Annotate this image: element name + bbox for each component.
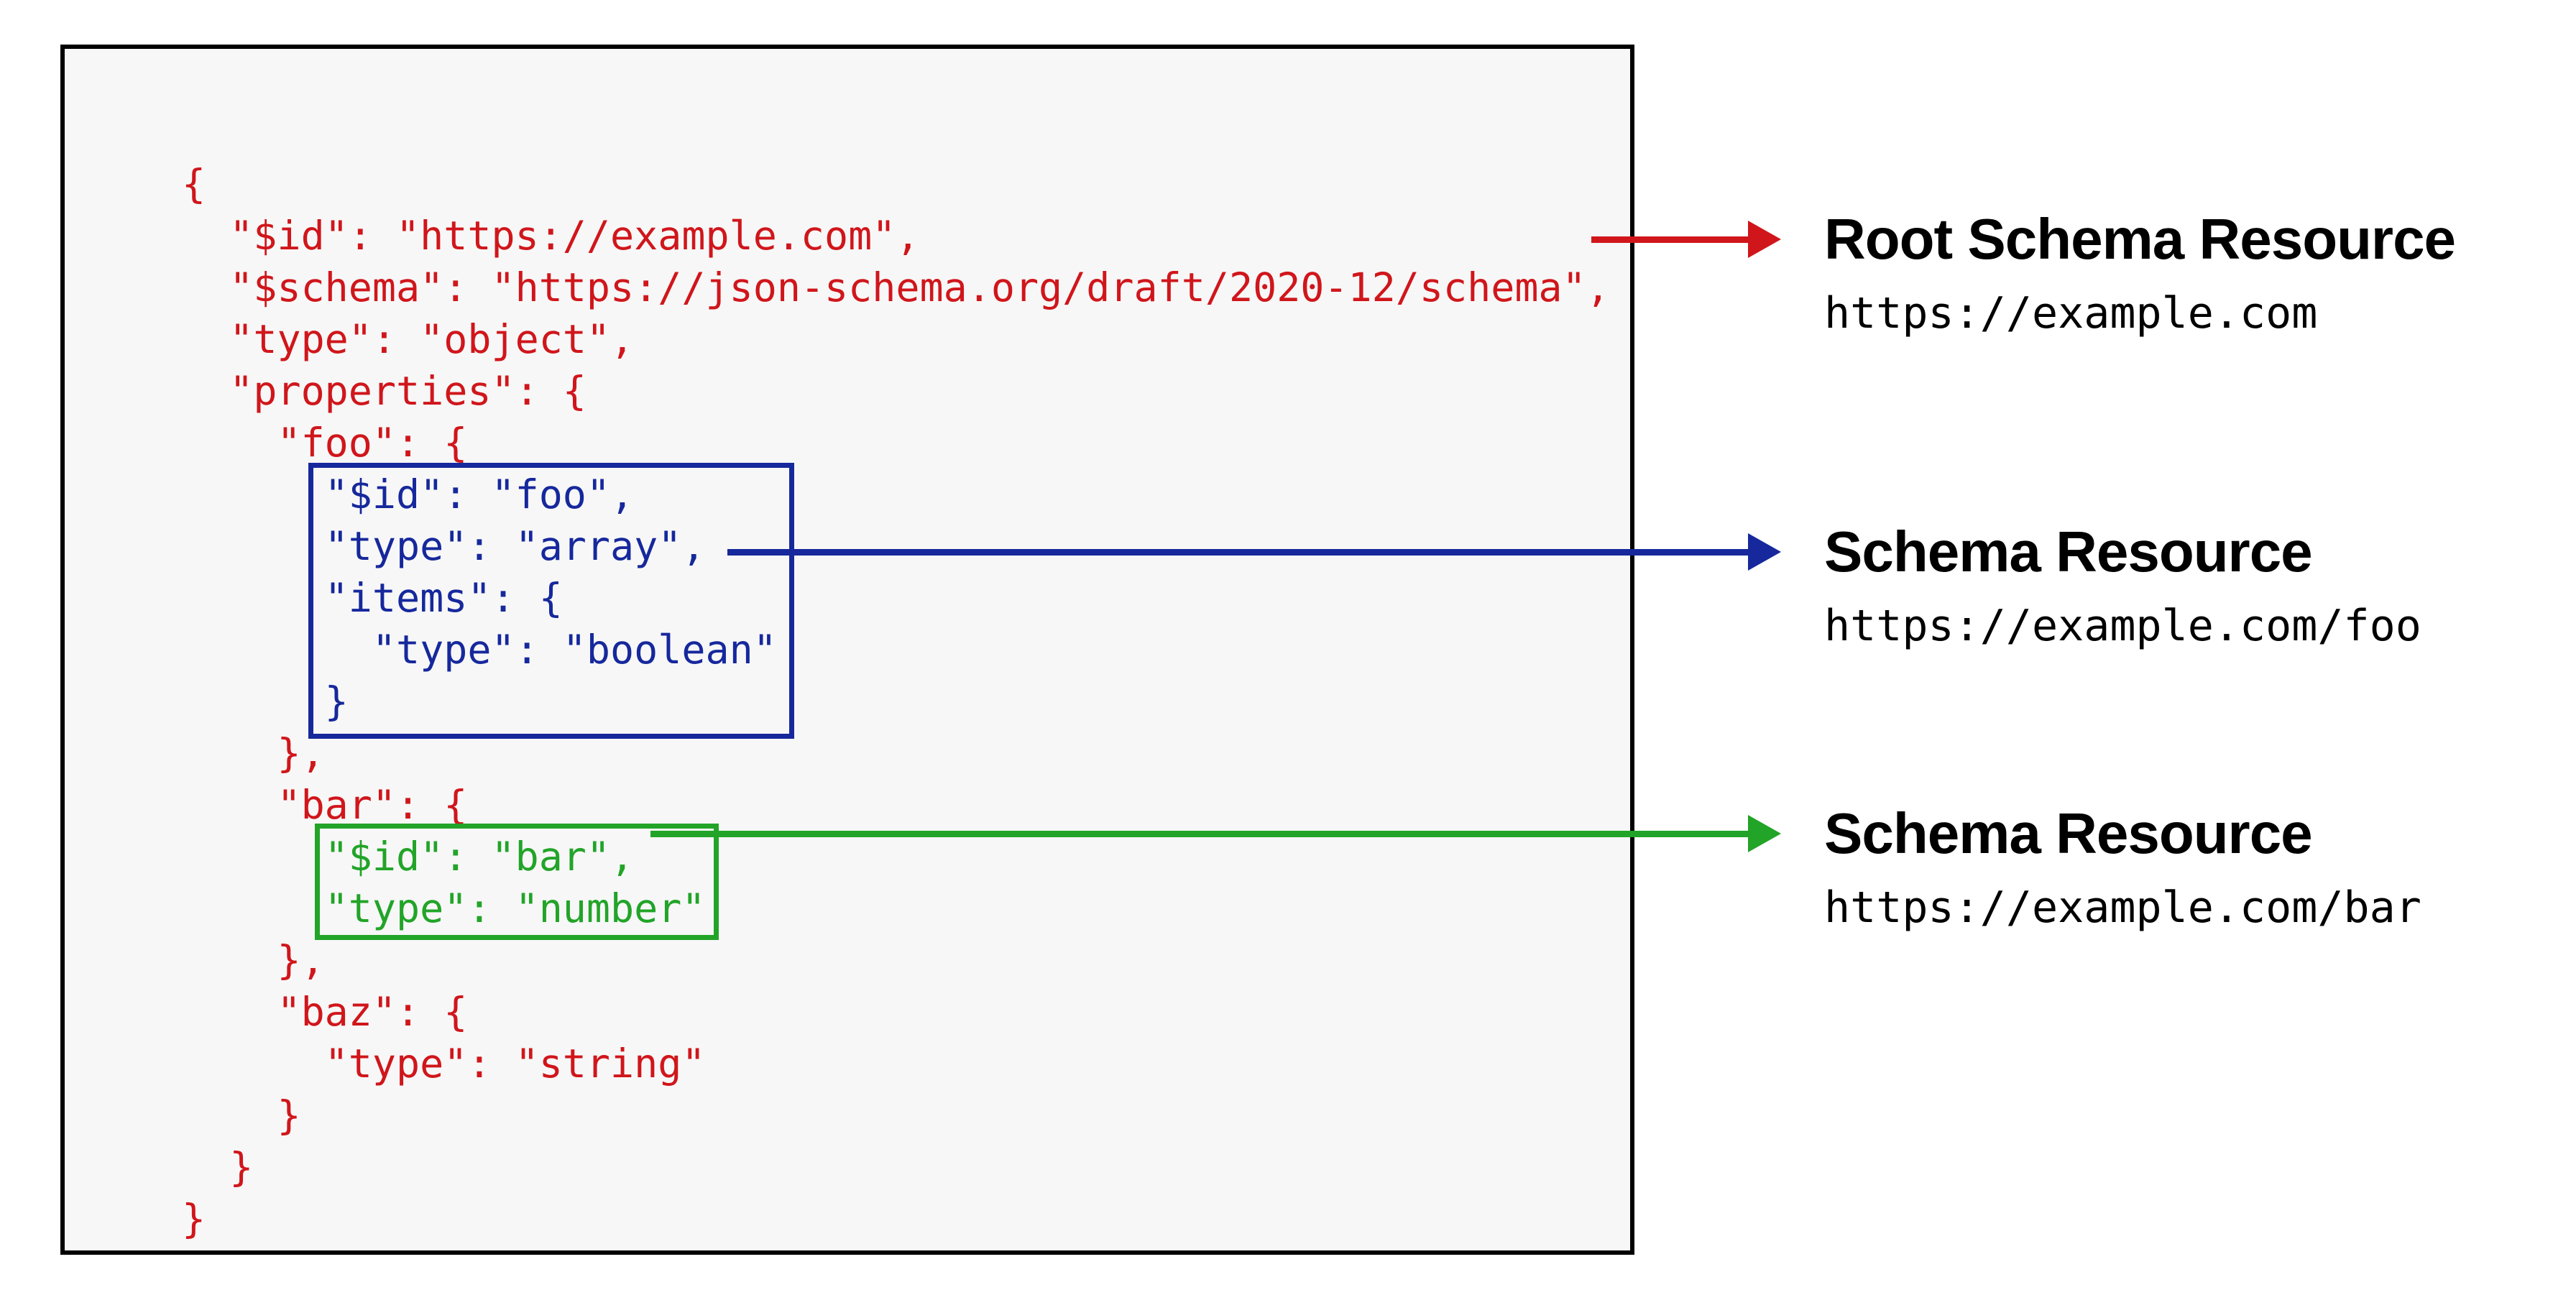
callout-url: https://example.com bbox=[1824, 288, 2318, 338]
foo-schema-callout: Schema Resource https://example.com/foo bbox=[1824, 519, 2421, 653]
callout-title: Root Schema Resource bbox=[1824, 207, 2456, 271]
code-line: "$id": "foo", bbox=[182, 471, 635, 517]
bar-schema-arrow bbox=[650, 815, 1781, 852]
callout-title: Schema Resource bbox=[1824, 520, 2313, 584]
code-line: "type": "boolean" bbox=[182, 627, 777, 673]
code-line: "type": "number" bbox=[182, 885, 706, 931]
code-line: "$id": "https://example.com", bbox=[182, 213, 920, 259]
code-line: "baz": { bbox=[182, 989, 468, 1035]
arrow-head-icon bbox=[1748, 533, 1781, 571]
code-line: } bbox=[182, 1144, 254, 1190]
code-line: "$schema": "https://json-schema.org/draf… bbox=[182, 264, 1610, 310]
callout-url: https://example.com/bar bbox=[1824, 882, 2421, 933]
arrow-line bbox=[650, 830, 1748, 837]
code-line: "type": "string" bbox=[182, 1041, 706, 1087]
root-schema-arrow bbox=[1591, 221, 1781, 258]
code-line: }, bbox=[182, 937, 325, 983]
arrow-line bbox=[1591, 236, 1748, 243]
root-schema-callout: Root Schema Resource https://example.com bbox=[1824, 206, 2456, 340]
code-line: "type": "object", bbox=[182, 316, 635, 362]
callout-url: https://example.com/foo bbox=[1824, 601, 2421, 651]
code-line: "foo": { bbox=[182, 420, 468, 466]
arrow-head-icon bbox=[1748, 815, 1781, 852]
code-line: "$id": "bar", bbox=[182, 834, 635, 880]
code-line: } bbox=[182, 1092, 301, 1138]
code-line: { bbox=[182, 161, 206, 207]
code-line: } bbox=[182, 678, 349, 724]
bar-schema-callout: Schema Resource https://example.com/bar bbox=[1824, 801, 2421, 934]
arrow-head-icon bbox=[1748, 221, 1781, 258]
bar-schema-resource-box bbox=[315, 824, 719, 940]
foo-schema-resource-box bbox=[308, 463, 794, 739]
callout-title: Schema Resource bbox=[1824, 801, 2313, 865]
code-line: "bar": { bbox=[182, 782, 468, 828]
code-line: "properties": { bbox=[182, 368, 586, 414]
arrow-line bbox=[727, 548, 1748, 556]
code-line: "items": { bbox=[182, 575, 563, 621]
schema-code-panel: { "$id": "https://example.com", "$schema… bbox=[60, 45, 1634, 1255]
code-line: "type": "array", bbox=[182, 523, 706, 569]
code-line: } bbox=[182, 1196, 206, 1242]
schema-code: { "$id": "https://example.com", "$schema… bbox=[182, 158, 1610, 1245]
foo-schema-arrow bbox=[727, 533, 1781, 571]
